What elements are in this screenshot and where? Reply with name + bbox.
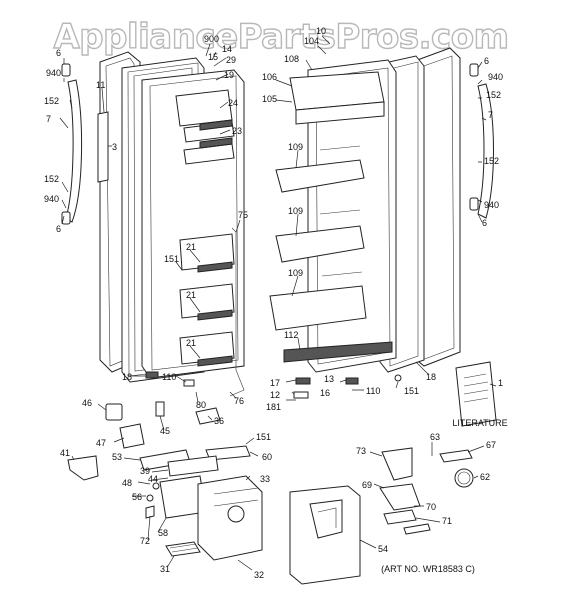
callout-76: 76 bbox=[234, 396, 244, 406]
literature-label: LITERATURE bbox=[452, 418, 507, 428]
callout-16: 16 bbox=[320, 388, 330, 398]
art-number: (ART NO. WR18583 C) bbox=[381, 564, 475, 574]
callout-24: 24 bbox=[228, 98, 238, 108]
callout-6-left-top: 6 bbox=[56, 48, 61, 58]
callout-33: 33 bbox=[260, 474, 270, 484]
callout-151-dispenser: 151 bbox=[256, 432, 271, 442]
callout-53: 53 bbox=[112, 452, 122, 462]
callout-69: 69 bbox=[362, 480, 372, 490]
literature-booklet: LITERATURE bbox=[452, 361, 508, 428]
callout-108: 108 bbox=[284, 54, 299, 64]
callout-940-left-bottom: 940 bbox=[44, 194, 59, 204]
callout-110-right: 110 bbox=[366, 386, 380, 396]
callout-18-right: 18 bbox=[426, 372, 436, 382]
callout-32: 32 bbox=[254, 570, 264, 580]
callout-54: 54 bbox=[378, 544, 388, 554]
callout-45: 45 bbox=[160, 426, 170, 436]
callout-41: 41 bbox=[60, 448, 70, 458]
callout-21-upper: 21 bbox=[186, 242, 196, 252]
callout-11: 11 bbox=[96, 80, 105, 90]
callout-63: 63 bbox=[430, 432, 440, 442]
callout-7-right: 7 bbox=[488, 110, 493, 120]
callout-39: 39 bbox=[140, 466, 150, 476]
callout-60: 60 bbox=[262, 452, 272, 462]
leader-lines bbox=[59, 35, 497, 571]
callout-3: 3 bbox=[112, 142, 117, 152]
callout-152-right-top: 152 bbox=[486, 90, 501, 100]
callout-46: 46 bbox=[82, 398, 92, 408]
callout-6-right-bottom: 6 bbox=[482, 218, 487, 228]
callout-152-right-bottom: 152 bbox=[484, 156, 499, 166]
callout-18-left: 18 bbox=[122, 372, 132, 382]
callout-940-right-bottom: 940 bbox=[484, 200, 499, 210]
callout-21-middle: 21 bbox=[186, 290, 196, 300]
callout-56: 56 bbox=[132, 492, 142, 502]
callout-10: 10 bbox=[316, 26, 326, 36]
watermark: AppliancePartsPros.com bbox=[53, 17, 508, 57]
callout-109-lower: 109 bbox=[288, 268, 303, 278]
callout-72: 72 bbox=[140, 536, 150, 546]
callout-6-right-top: 6 bbox=[484, 56, 489, 66]
callout-1: 1 bbox=[498, 378, 503, 388]
callout-14: 14 bbox=[222, 44, 232, 54]
callout-15: 15 bbox=[208, 52, 218, 62]
callout-900: 900 bbox=[204, 34, 219, 44]
callout-151-right: 151 bbox=[404, 386, 419, 396]
callout-105: 105 bbox=[262, 94, 277, 104]
callout-109-middle: 109 bbox=[288, 206, 303, 216]
callout-73: 73 bbox=[356, 446, 366, 456]
callout-80: 80 bbox=[196, 400, 206, 410]
callout-940-right-top: 940 bbox=[488, 72, 503, 82]
callout-6-left-bottom: 6 bbox=[56, 224, 61, 234]
dispenser-parts bbox=[67, 401, 474, 585]
callout-71: 71 bbox=[442, 516, 452, 526]
callout-numbers: 900 14 29 15 19 24 23 75 151 21 21 21 18… bbox=[44, 26, 503, 580]
callout-29: 29 bbox=[226, 55, 236, 65]
callout-104: 104 bbox=[304, 36, 319, 46]
callout-109-upper: 109 bbox=[288, 142, 303, 152]
callout-112: 112 bbox=[284, 330, 298, 340]
callout-110-left: 110 bbox=[162, 372, 176, 382]
callout-152-left-top: 152 bbox=[44, 96, 59, 106]
callout-67: 67 bbox=[486, 440, 496, 450]
callout-106: 106 bbox=[262, 72, 277, 82]
callout-58: 58 bbox=[158, 528, 168, 538]
callout-75: 75 bbox=[238, 210, 248, 220]
callout-47: 47 bbox=[96, 438, 106, 448]
callout-13: 13 bbox=[324, 374, 334, 384]
callout-19: 19 bbox=[224, 70, 234, 80]
callout-21-lower: 21 bbox=[186, 338, 196, 348]
callout-62: 62 bbox=[480, 472, 490, 482]
callout-152-left-bottom: 152 bbox=[44, 174, 59, 184]
callout-70: 70 bbox=[426, 502, 436, 512]
callout-44: 44 bbox=[148, 474, 158, 484]
callout-181: 181 bbox=[266, 402, 281, 412]
freezer-door-assembly bbox=[61, 51, 245, 397]
callout-31: 31 bbox=[160, 564, 170, 574]
callout-7-left: 7 bbox=[46, 114, 51, 124]
callout-17: 17 bbox=[270, 378, 280, 388]
callout-36: 36 bbox=[214, 416, 224, 426]
callout-12: 12 bbox=[270, 390, 280, 400]
callout-23: 23 bbox=[232, 126, 242, 136]
callout-151-left: 151 bbox=[164, 254, 179, 264]
callout-940-left-top: 940 bbox=[46, 68, 61, 78]
callout-48: 48 bbox=[122, 478, 132, 488]
fresh-food-door-assembly bbox=[269, 47, 494, 399]
